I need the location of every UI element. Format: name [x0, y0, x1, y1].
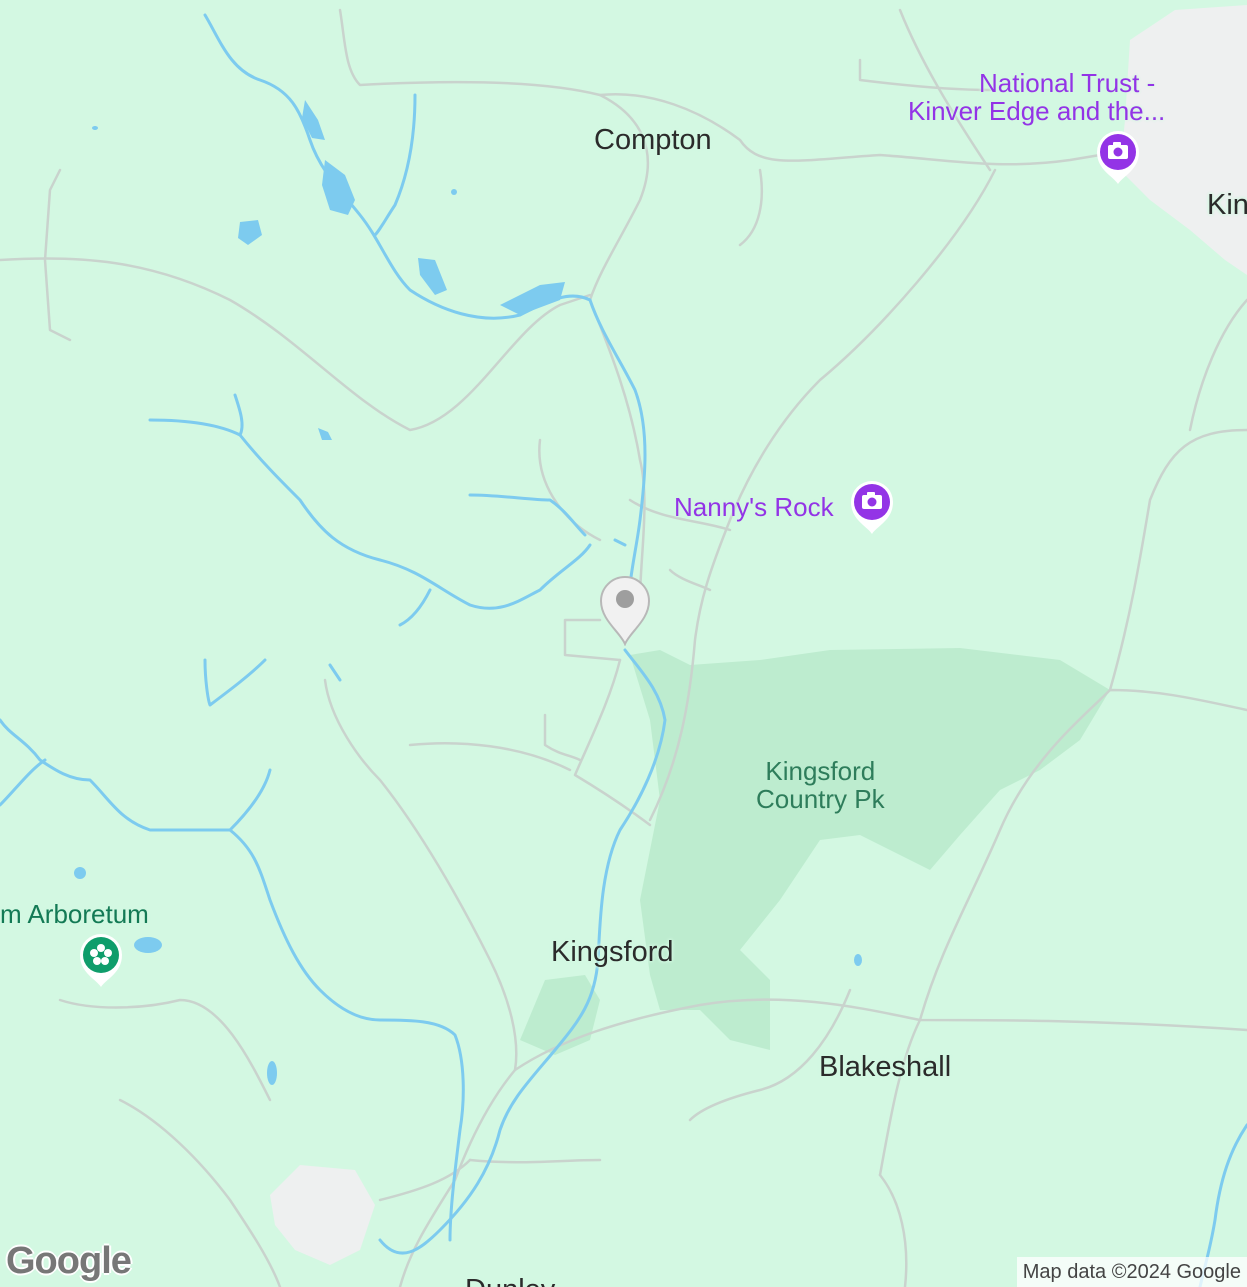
flower-pin-icon[interactable]	[78, 933, 124, 989]
google-logo[interactable]: Google	[6, 1240, 132, 1282]
road-network	[0, 8, 1247, 1287]
park-label-line2: Country Pk	[756, 784, 885, 814]
camera-pin-icon[interactable]	[849, 480, 895, 536]
poi-label-national-trust[interactable]: National Trust - Kinver Edge and the...	[908, 69, 1165, 125]
rivers-and-streams	[0, 13, 1247, 1287]
poi-label-national-trust-line1: National Trust -	[979, 68, 1156, 98]
location-pin-icon[interactable]	[598, 574, 652, 646]
map-attribution[interactable]: Map data ©2024 Google	[1016, 1257, 1247, 1287]
country-park-area	[630, 648, 1110, 1050]
urban-area-kinver	[1120, 5, 1247, 275]
park-label-line1: Kingsford	[765, 756, 876, 786]
place-label-kingsford[interactable]: Kingsford	[551, 936, 674, 968]
poi-label-nannys-rock[interactable]: Nanny's Rock	[674, 492, 834, 522]
place-label-kinver[interactable]: Kin	[1207, 189, 1247, 221]
park-label-kingsford-country-park[interactable]: Kingsford Country Pk	[756, 757, 885, 813]
camera-pin-icon[interactable]	[1095, 130, 1141, 186]
place-label-compton[interactable]: Compton	[594, 124, 712, 156]
urban-area-south	[270, 1165, 375, 1265]
water-bodies	[74, 100, 862, 1085]
place-label-bottom[interactable]: Dunley	[465, 1274, 555, 1287]
poi-label-national-trust-line2: Kinver Edge and the...	[908, 96, 1166, 126]
poi-label-arboretum[interactable]: m Arboretum	[0, 899, 149, 929]
place-label-blakeshall[interactable]: Blakeshall	[819, 1051, 952, 1083]
park-area-south	[520, 975, 600, 1055]
